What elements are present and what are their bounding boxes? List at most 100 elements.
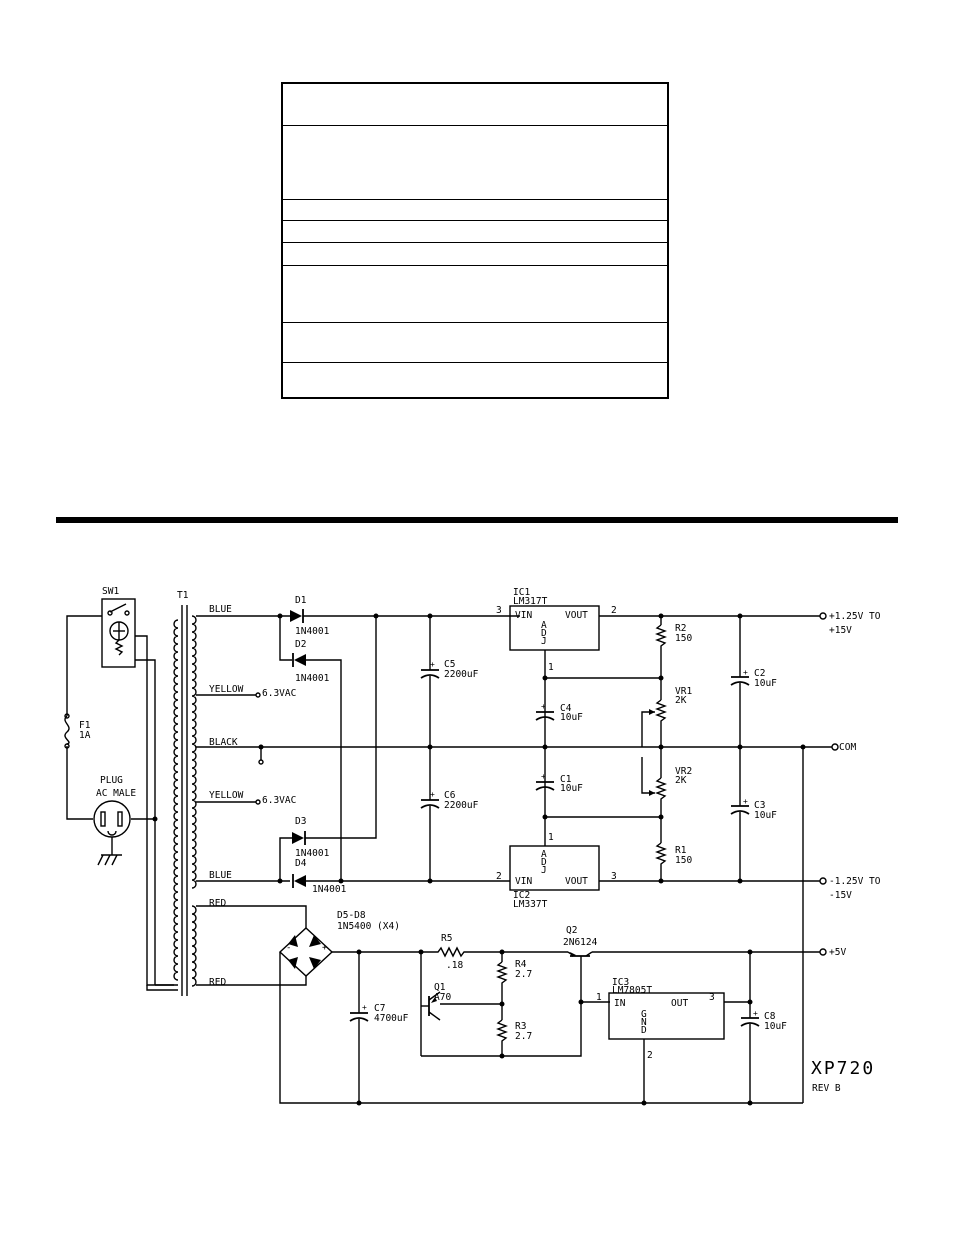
- transistor-q2: [567, 951, 593, 1000]
- ic3-ref: IC3: [612, 977, 629, 988]
- ic1-ref: IC1: [513, 587, 530, 598]
- d1-part: 1N4001: [295, 626, 330, 637]
- plus5v-terminal: [819, 948, 827, 956]
- ic2-adj-d: D: [541, 857, 547, 868]
- vr2-ref: VR2: [675, 766, 692, 777]
- ic1-adj-d: D: [541, 628, 547, 639]
- d2-part: 1N4001: [295, 673, 330, 684]
- ic1-vin: VIN: [515, 610, 532, 621]
- r4-value: 2.7: [515, 969, 532, 980]
- c7-ref: C7: [374, 1003, 385, 1014]
- c4-value: 10uF: [560, 712, 583, 723]
- ic2-part: LM337T: [513, 899, 548, 910]
- svg-text:+: +: [430, 790, 435, 799]
- wire-black: BLACK: [209, 737, 238, 748]
- q2-ref: Q2: [566, 925, 577, 936]
- c1-ref: C1: [560, 774, 572, 785]
- svg-text:+: +: [430, 660, 435, 669]
- ic3-gnd-g: G: [641, 1009, 647, 1020]
- svg-text:+: +: [743, 797, 748, 806]
- r4-ref: R4: [515, 959, 527, 970]
- d3-part: 1N4001: [295, 848, 330, 859]
- sw1-label: SW1: [102, 586, 119, 597]
- r2-value: 150: [675, 633, 692, 644]
- ic2-ref: IC2: [513, 890, 530, 901]
- ic3-part: LM7805T: [612, 985, 652, 996]
- diode-d2: [292, 653, 306, 667]
- ic3-gnd-n: N: [641, 1017, 647, 1028]
- c8-ref: C8: [764, 1011, 776, 1022]
- table-row: [283, 84, 667, 126]
- diode-d4: [292, 874, 306, 888]
- diode-d3: [292, 831, 306, 845]
- ic3-out: OUT: [671, 998, 688, 1009]
- r5-value: .18: [446, 960, 463, 971]
- com-terminal: [831, 743, 839, 751]
- c2-ref: C2: [754, 668, 765, 679]
- tap-6-3vac-top: 6.3VAC: [262, 688, 296, 699]
- ic2-pin-out: 3: [611, 871, 617, 882]
- c5-ref: C5: [444, 659, 455, 670]
- d3-ref: D3: [295, 816, 306, 827]
- ic2-adj-a: A: [541, 849, 547, 860]
- d4-part: 1N4001: [312, 884, 347, 895]
- table-row: [283, 199, 667, 221]
- c6-value: 2200uF: [444, 800, 479, 811]
- ac-plug: [93, 800, 131, 866]
- bridge-part: 1N5400 (X4): [337, 921, 400, 932]
- fuse-f1: [64, 713, 70, 749]
- t1-label: T1: [177, 590, 189, 601]
- ic3-pin-gnd: 2: [647, 1050, 653, 1061]
- wire-blue-bottom: BLUE: [209, 870, 232, 881]
- plug-label-2: AC MALE: [96, 788, 136, 799]
- table-row: [283, 323, 667, 363]
- r2-ref: R2: [675, 623, 686, 634]
- transformer-t1: [173, 605, 197, 996]
- table-row: [283, 266, 667, 323]
- table-row: [283, 125, 667, 200]
- table-row: [283, 221, 667, 243]
- neg-output-terminal: [819, 877, 827, 885]
- c8-value: 10uF: [764, 1021, 787, 1032]
- section-divider: [56, 517, 898, 523]
- wire-red-bottom: RED: [209, 977, 226, 988]
- tap-6-3vac-bottom: 6.3VAC: [262, 795, 296, 806]
- svg-text:+: +: [322, 943, 328, 953]
- svg-text:+: +: [541, 772, 546, 781]
- table-row: [283, 243, 667, 266]
- ic1-vout: VOUT: [565, 610, 588, 621]
- sw1-switch: [101, 598, 136, 668]
- wire-yellow-top: YELLOW: [209, 684, 244, 695]
- c3-value: 10uF: [754, 810, 777, 821]
- q1-ref: Q1: [434, 982, 446, 993]
- ic2-body: [509, 845, 600, 891]
- vr2-value: 2K: [675, 775, 687, 786]
- pos-output-label-2: +15V: [829, 625, 852, 636]
- plug-label-1: PLUG: [100, 775, 123, 786]
- r1-value: 150: [675, 855, 692, 866]
- ic2-vout: VOUT: [565, 876, 588, 887]
- ic3-in: IN: [614, 998, 626, 1009]
- ic2-vin: VIN: [515, 876, 532, 887]
- c4-ref: C4: [560, 703, 572, 714]
- pos-output-terminal: [819, 612, 827, 620]
- vr1-ref: VR1: [675, 686, 692, 697]
- com-label: COM: [839, 742, 856, 753]
- svg-text:+: +: [743, 668, 748, 677]
- svg-text:+: +: [541, 702, 546, 711]
- ic1-pin-adj: 1: [548, 662, 554, 673]
- d2-ref: D2: [295, 639, 306, 650]
- svg-text:-: -: [286, 943, 291, 953]
- r3-value: 2.7: [515, 1031, 532, 1042]
- c1-value: 10uF: [560, 783, 583, 794]
- c6-ref: C6: [444, 790, 456, 801]
- ic2-pin-adj: 1: [548, 832, 554, 843]
- r3-ref: R3: [515, 1021, 526, 1032]
- plus5v-label: +5V: [829, 947, 846, 958]
- spec-table: [281, 82, 669, 399]
- ic1-adj-j: J: [541, 636, 547, 647]
- bridge-ref: D5-D8: [337, 910, 366, 921]
- c2-value: 10uF: [754, 678, 777, 689]
- ic1-pin-out: 2: [611, 605, 617, 616]
